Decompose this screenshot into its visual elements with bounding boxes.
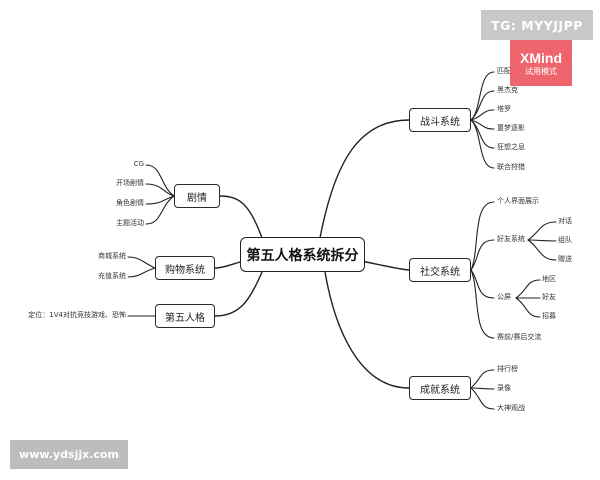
branch-fifth: 第五人格	[155, 304, 215, 328]
social-friends: 好友系统	[497, 235, 525, 243]
combat-leaf: 塔罗	[497, 105, 511, 113]
link-social-public	[470, 269, 495, 299]
link-ach-3	[470, 387, 495, 410]
public-leaf: 招募	[542, 312, 556, 320]
branch-social: 社交系统	[409, 258, 471, 282]
link-social-chat	[470, 269, 495, 339]
link-ach-1	[470, 369, 495, 389]
story-leaf: CG	[133, 160, 144, 168]
xmind-trial-badge: XMind 试用模式	[510, 40, 572, 86]
link-root-combat	[319, 119, 410, 239]
link-social-profile	[470, 201, 495, 271]
link-social-friends	[470, 239, 495, 271]
link-root-shop	[214, 261, 241, 269]
link-ach-2	[470, 387, 495, 390]
social-public: 公屏	[497, 293, 511, 301]
branch-combat: 战斗系统	[409, 108, 471, 132]
combat-leaf: 匹配	[497, 67, 511, 75]
xmind-logo-text: XMind	[520, 49, 562, 66]
tg-watermark-text: TG: MYYJJPP	[491, 17, 583, 33]
xmind-trial-text: 试用模式	[525, 66, 557, 76]
link-shop-1	[127, 256, 156, 269]
link-public-3	[515, 297, 541, 318]
link-friends-3	[527, 239, 557, 261]
link-public-1	[515, 279, 541, 299]
url-watermark-text: www.ydsjjx.com	[19, 448, 119, 461]
branch-fifth-label: 第五人格	[165, 312, 205, 324]
public-leaf: 好友	[542, 293, 556, 301]
tg-watermark: TG: MYYJJPP	[481, 10, 593, 40]
branch-achievement: 成就系统	[409, 376, 471, 400]
friends-leaf: 对话	[558, 217, 572, 225]
branch-story-label: 剧情	[187, 192, 207, 204]
branch-combat-label: 战斗系统	[420, 116, 460, 128]
link-story-4	[145, 195, 175, 225]
link-combat-3	[470, 109, 495, 121]
achievement-leaf: 排行榜	[497, 365, 518, 373]
achievement-leaf: 录像	[497, 384, 511, 392]
branch-achievement-label: 成就系统	[420, 384, 460, 396]
friends-leaf: 组队	[558, 236, 572, 244]
link-root-achievement	[324, 271, 410, 389]
combat-leaf: 噩梦逐影	[497, 124, 525, 132]
link-combat-4	[470, 119, 495, 130]
link-friends-2	[527, 239, 557, 242]
combat-leaf: 黑杰克	[497, 86, 518, 94]
link-combat-6	[470, 119, 495, 169]
link-combat-2	[470, 90, 495, 121]
shop-leaf: 商城系统	[98, 252, 126, 260]
story-leaf: 角色剧情	[116, 199, 144, 207]
root-node: 第五人格系统拆分	[240, 237, 365, 272]
branch-story: 剧情	[174, 184, 220, 208]
social-profile: 个人界面展示	[497, 197, 539, 205]
root-label: 第五人格系统拆分	[246, 247, 359, 264]
shop-leaf: 充值系统	[98, 272, 126, 280]
social-chat: 赛前/赛后交流	[497, 333, 542, 341]
fifth-leaf: 定位：1V4对抗竞技游戏、恐怖	[28, 311, 126, 319]
link-shop-2	[127, 267, 156, 278]
link-story-1	[145, 164, 175, 197]
link-root-story	[219, 195, 263, 239]
branch-shop-label: 购物系统	[165, 264, 205, 276]
link-story-3	[145, 195, 175, 205]
link-friends-1	[527, 221, 557, 241]
public-leaf: 地区	[542, 275, 556, 283]
url-watermark: www.ydsjjx.com	[10, 440, 128, 469]
link-story-2	[145, 183, 175, 197]
branch-shop: 购物系统	[155, 256, 215, 280]
link-root-fifth	[214, 271, 263, 317]
link-combat-1	[470, 71, 495, 121]
branch-social-label: 社交系统	[420, 266, 460, 278]
story-leaf: 主题活动	[116, 219, 144, 227]
friends-leaf: 赠送	[558, 255, 572, 263]
combat-leaf: 狂想之息	[497, 143, 525, 151]
story-leaf: 开场剧情	[116, 179, 144, 187]
achievement-leaf: 大神观战	[497, 404, 525, 412]
combat-leaf: 联合狩猎	[497, 163, 525, 171]
